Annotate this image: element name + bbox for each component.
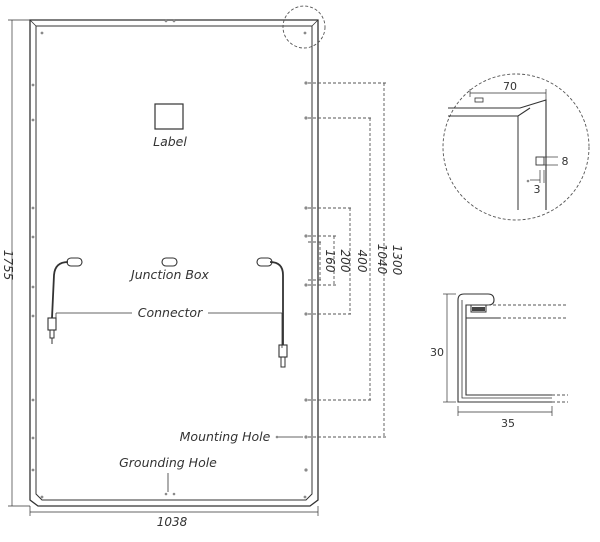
dim-70-text: 70 [503, 80, 517, 93]
mounting-holes [304, 81, 308, 472]
corner-callout [282, 5, 326, 49]
junction-box-text: Junction Box [128, 267, 210, 282]
connector-text: Connector [138, 305, 203, 320]
dim-3-text: 3 [534, 183, 541, 196]
cables [51, 261, 284, 345]
dim-400-text: 400 [355, 250, 369, 273]
panel-frame [29, 19, 319, 507]
connector-left [47, 317, 57, 344]
dim-1040-text: 1040 [375, 244, 389, 275]
connector-right [278, 344, 288, 368]
junction-boxes [66, 257, 273, 267]
dim-1040 [308, 117, 372, 401]
dim-160-text: 160 [323, 250, 337, 273]
label-box [154, 103, 184, 130]
dim-1300 [308, 82, 386, 438]
frame-holes [31, 19, 307, 499]
dim-width [29, 506, 319, 516]
dim-400 [308, 207, 352, 315]
dim-width-text: 1038 [157, 515, 188, 529]
dim-200-text: 200 [338, 250, 352, 273]
mounting-hole-text: Mounting Hole [180, 429, 271, 444]
label-text: Label [153, 134, 187, 149]
dim-1300-text: 1300 [390, 245, 404, 276]
connector-leaders [55, 312, 283, 348]
dim-8-text: 8 [562, 155, 569, 168]
dim-30-text: 30 [430, 346, 444, 359]
corner-detail [442, 73, 590, 221]
grounding-hole-text: Grounding Hole [119, 455, 217, 470]
dim-160 [308, 241, 322, 281]
dim-200 [308, 235, 336, 286]
dim-35-text: 35 [501, 417, 515, 430]
dim-height [8, 19, 30, 507]
profile-detail [443, 293, 568, 416]
dim-height-text: 1755 [1, 250, 15, 281]
